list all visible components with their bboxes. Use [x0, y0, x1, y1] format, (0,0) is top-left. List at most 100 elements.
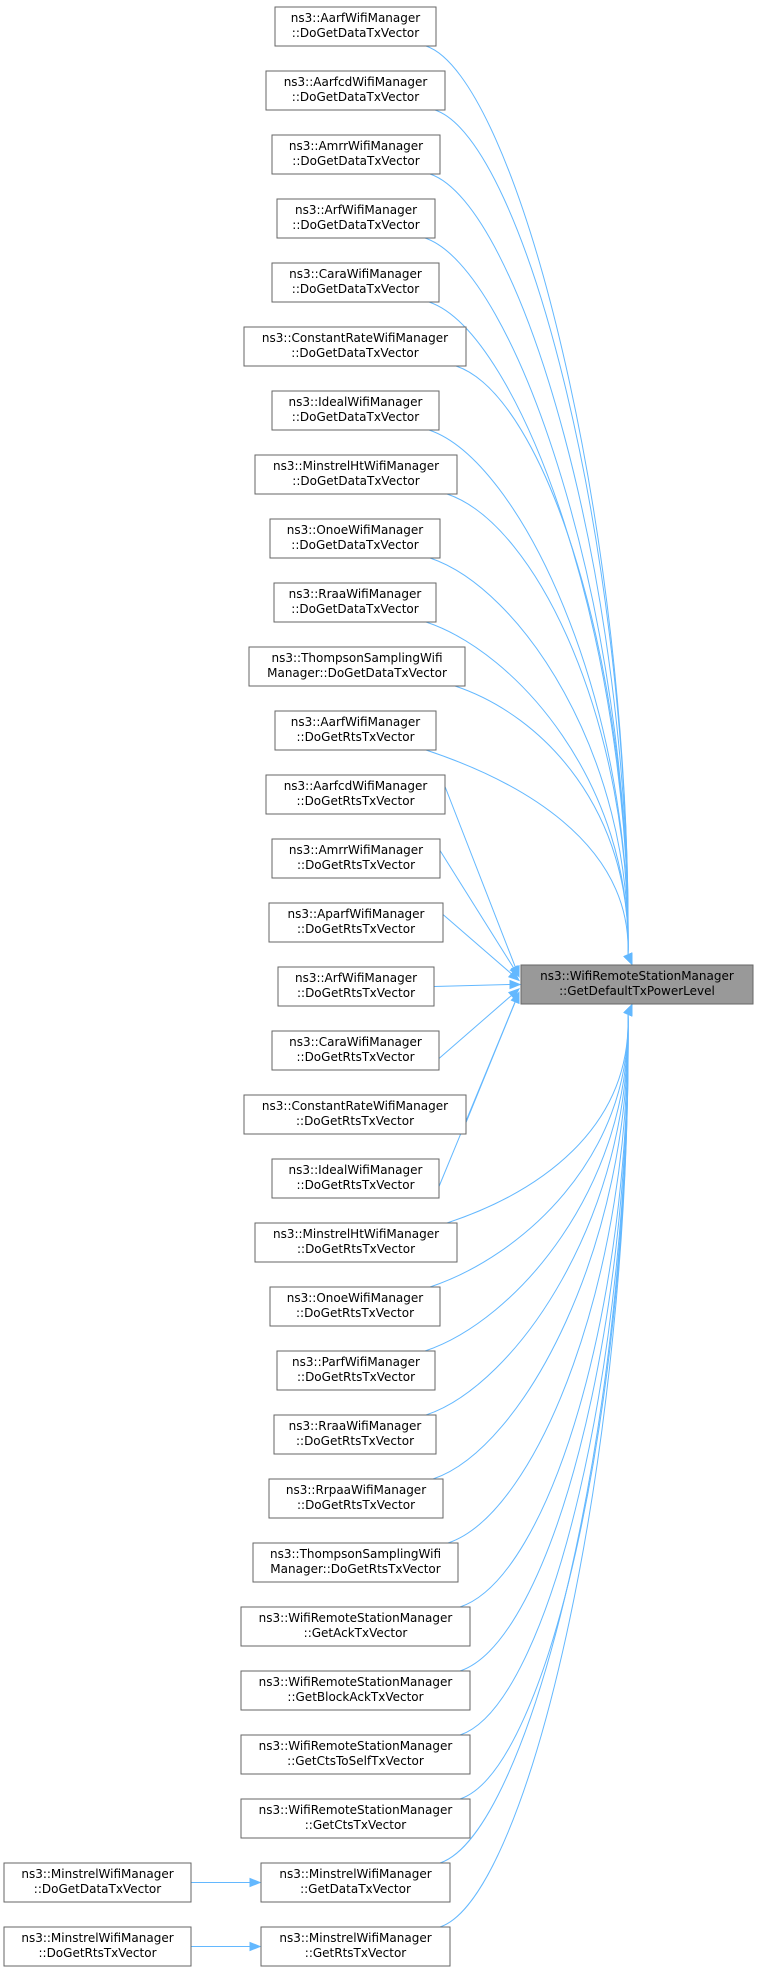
caller-node-n15[interactable]: ns3::AparfWifiManager::DoGetRtsTxVector	[268, 902, 444, 943]
node-box	[265, 70, 446, 111]
edge-line	[439, 1013, 629, 1928]
edge-line	[438, 1001, 516, 1187]
caller-node-n24[interactable]: ns3::RrpaaWifiManager::DoGetRtsTxVector	[268, 1478, 444, 1519]
caller-node-n2[interactable]: ns3::AarfcdWifiManager::DoGetDataTxVecto…	[265, 70, 446, 111]
node-label-line: ns3::WifiRemoteStationManager	[259, 1675, 453, 1689]
node-label-line: ::DoGetDataTxVector	[291, 602, 418, 616]
node-box	[252, 1542, 459, 1583]
arrowhead	[623, 952, 633, 966]
caller-node-n13[interactable]: ns3::AarfcdWifiManager::DoGetRtsTxVector	[265, 774, 446, 815]
node-label-line: ns3::RraaWifiManager	[289, 587, 422, 601]
node-label-line: ns3::WifiRemoteStationManager	[540, 969, 734, 983]
node-box	[268, 1478, 444, 1519]
node-label-line: ::DoGetDataTxVector	[291, 538, 418, 552]
edge-n1-to-target	[425, 45, 633, 966]
caller-node-n20[interactable]: ns3::MinstrelHtWifiManager::DoGetRtsTxVe…	[254, 1222, 458, 1263]
node-label-line: ns3::WifiRemoteStationManager	[259, 1611, 453, 1625]
caller-node-n4[interactable]: ns3::ArfWifiManager::DoGetDataTxVector	[276, 198, 436, 239]
edge-n3-to-target	[429, 173, 633, 966]
edge-line	[459, 1013, 629, 1800]
caller-node-n1[interactable]: ns3::AarfWifiManager::DoGetDataTxVector	[274, 6, 437, 47]
node-label-line: ::DoGetRtsTxVector	[297, 1498, 415, 1512]
caller-node-n19[interactable]: ns3::IdealWifiManager::DoGetRtsTxVector	[271, 1158, 440, 1199]
node-label-line: ns3::RrpaaWifiManager	[286, 1483, 426, 1497]
edge-line	[424, 1013, 629, 1352]
node-label-line: ns3::AarfWifiManager	[291, 715, 420, 729]
node-label-line: ns3::ArfWifiManager	[295, 971, 417, 985]
edge-line	[425, 1013, 629, 1416]
caller-node-s1[interactable]: ns3::MinstrelWifiManager::DoGetDataTxVec…	[3, 1862, 192, 1903]
node-box	[271, 262, 440, 303]
caller-node-n28[interactable]: ns3::WifiRemoteStationManager::GetCtsToS…	[240, 1734, 471, 1775]
caller-node-n17[interactable]: ns3::CaraWifiManager::DoGetRtsTxVector	[271, 1030, 440, 1071]
node-label-line: ::GetCtsTxVector	[305, 1818, 407, 1832]
node-label-line: ns3::ConstantRateWifiManager	[262, 331, 448, 345]
node-label-line: ::DoGetRtsTxVector	[296, 730, 414, 744]
node-label-line: ns3::ThompsonSamplingWifi	[270, 1547, 441, 1561]
edge-line	[455, 365, 629, 956]
edge-n12-to-target	[425, 749, 633, 966]
caller-node-n27[interactable]: ns3::WifiRemoteStationManager::GetBlockA…	[240, 1670, 471, 1711]
node-label-line: Manager::DoGetDataTxVector	[267, 666, 447, 680]
caller-node-n12[interactable]: ns3::AarfWifiManager::DoGetRtsTxVector	[274, 710, 437, 751]
node-label-line: ::GetDataTxVector	[300, 1882, 411, 1896]
node-label-line: ::DoGetRtsTxVector	[296, 794, 414, 808]
edge-n8-to-target	[446, 493, 633, 966]
caller-node-n25[interactable]: ns3::ThompsonSamplingWifiManager::DoGetR…	[252, 1542, 459, 1583]
nodes-layer: ns3::WifiRemoteStationManager::GetDefaul…	[3, 6, 754, 1967]
caller-node-n14[interactable]: ns3::AmrrWifiManager::DoGetRtsTxVector	[271, 838, 441, 879]
caller-node-n29[interactable]: ns3::WifiRemoteStationManager::GetCtsTxV…	[240, 1798, 471, 1839]
edge-line	[429, 557, 629, 956]
node-box	[240, 1798, 471, 1839]
edge-n17-to-target	[438, 988, 521, 1059]
edge-n19-to-target	[438, 991, 520, 1187]
node-label-line: ns3::RraaWifiManager	[289, 1419, 422, 1433]
caller-node-n6[interactable]: ns3::ConstantRateWifiManager::DoGetDataT…	[243, 326, 467, 367]
caller-node-n21[interactable]: ns3::OnoeWifiManager::DoGetRtsTxVector	[269, 1286, 441, 1327]
caller-node-n23[interactable]: ns3::RraaWifiManager::DoGetRtsTxVector	[273, 1414, 437, 1455]
caller-node-n31[interactable]: ns3::MinstrelWifiManager::GetRtsTxVector	[260, 1926, 451, 1967]
node-label-line: ::DoGetRtsTxVector	[297, 1370, 415, 1384]
caller-node-n9[interactable]: ns3::OnoeWifiManager::DoGetDataTxVector	[269, 518, 441, 559]
node-label-line: ::DoGetDataTxVector	[291, 346, 418, 360]
target-function-node[interactable]: ns3::WifiRemoteStationManager::GetDefaul…	[520, 964, 754, 1005]
caller-node-n22[interactable]: ns3::ParfWifiManager::DoGetRtsTxVector	[276, 1350, 436, 1391]
node-label-line: ns3::WifiRemoteStationManager	[259, 1803, 453, 1817]
node-label-line: ns3::AmrrWifiManager	[289, 843, 423, 857]
caller-node-n30[interactable]: ns3::MinstrelWifiManager::GetDataTxVecto…	[260, 1862, 451, 1903]
node-label-line: ns3::ConstantRateWifiManager	[262, 1099, 448, 1113]
node-label-line: ::GetCtsToSelfTxVector	[287, 1754, 424, 1768]
caller-node-n18[interactable]: ns3::ConstantRateWifiManager::DoGetRtsTx…	[243, 1094, 467, 1135]
edge-n25-to-target	[447, 1003, 633, 1544]
node-label-line: ::DoGetRtsTxVector	[296, 1434, 414, 1448]
node-box	[254, 454, 458, 495]
caller-node-n3[interactable]: ns3::AmrrWifiManager::DoGetDataTxVector	[271, 134, 441, 175]
edge-line	[439, 1013, 629, 1864]
edge-line	[433, 984, 511, 987]
node-box	[260, 1862, 451, 1903]
caller-node-n10[interactable]: ns3::RraaWifiManager::DoGetDataTxVector	[273, 582, 437, 623]
caller-node-n11[interactable]: ns3::ThompsonSamplingWifiManager::DoGetD…	[248, 646, 466, 687]
node-label-line: ::DoGetDataTxVector	[292, 410, 419, 424]
caller-node-n26[interactable]: ns3::WifiRemoteStationManager::GetAckTxV…	[240, 1606, 471, 1647]
node-label-line: ns3::MinstrelHtWifiManager	[273, 1227, 439, 1241]
node-label-line: ns3::ArfWifiManager	[295, 203, 417, 217]
edge-n22-to-target	[424, 1003, 633, 1352]
node-box	[268, 902, 444, 943]
caller-node-n7[interactable]: ns3::IdealWifiManager::DoGetDataTxVector	[271, 390, 440, 431]
node-label-line: ::DoGetDataTxVector	[292, 474, 419, 488]
caller-node-n8[interactable]: ns3::MinstrelHtWifiManager::DoGetDataTxV…	[254, 454, 458, 495]
edge-line	[425, 621, 629, 956]
node-label-line: ::DoGetRtsTxVector	[297, 858, 415, 872]
caller-node-n5[interactable]: ns3::CaraWifiManager::DoGetDataTxVector	[271, 262, 440, 303]
edge-line	[459, 1013, 629, 1736]
node-box	[269, 518, 441, 559]
edge-n29-to-target	[459, 1003, 633, 1800]
node-label-line: ::GetBlockAckTxVector	[287, 1690, 423, 1704]
edge-n7-to-target	[428, 429, 633, 966]
caller-node-s2[interactable]: ns3::MinstrelWifiManager::DoGetRtsTxVect…	[3, 1926, 192, 1967]
node-label-line: ns3::IdealWifiManager	[289, 1163, 423, 1177]
node-label-line: ::DoGetRtsTxVector	[296, 1178, 414, 1192]
node-label-line: ns3::MinstrelWifiManager	[279, 1931, 431, 1945]
caller-node-n16[interactable]: ns3::ArfWifiManager::DoGetRtsTxVector	[277, 966, 435, 1007]
